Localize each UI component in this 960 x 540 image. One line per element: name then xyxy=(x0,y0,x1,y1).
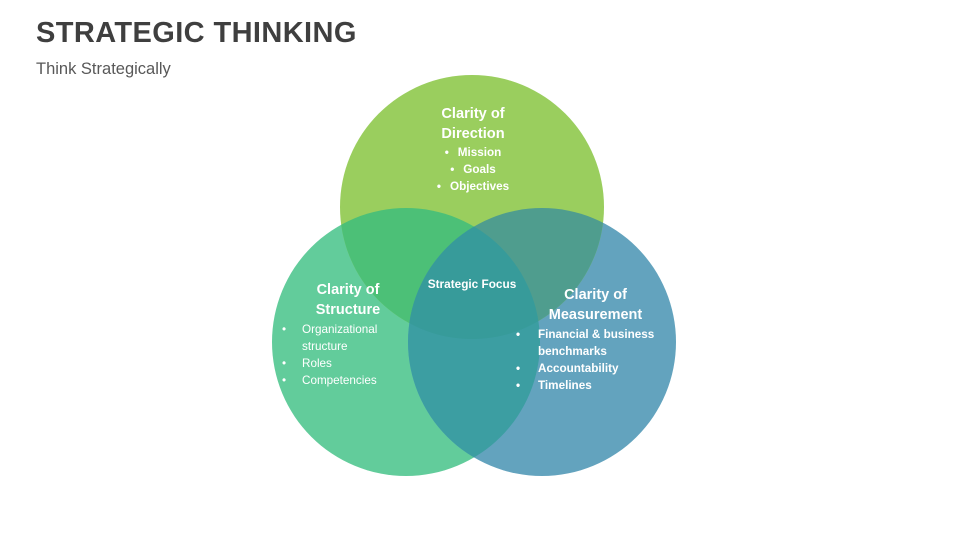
list-item: • Organizational structure xyxy=(280,322,424,356)
bullet-dot-icon: • xyxy=(444,146,449,160)
list-item-label: Financial & business benchmarks xyxy=(538,328,655,359)
label-clarity-of-structure: Clarity of Structure • Organizational str… xyxy=(272,281,424,390)
heading-direction-line2: Direction xyxy=(441,125,505,142)
list-item: • Objectives xyxy=(392,179,554,196)
list-item: • Financial & business benchmarks xyxy=(514,327,683,361)
heading-measurement: Clarity of Measurement xyxy=(508,286,683,325)
bullet-dot-icon: • xyxy=(450,163,455,177)
bullet-dot-icon: • xyxy=(282,374,287,388)
heading-measurement-line1: Clarity of xyxy=(564,287,627,303)
page-title: STRATEGIC THINKING xyxy=(36,17,357,49)
list-item: • Roles xyxy=(280,356,424,373)
label-clarity-of-direction: Clarity of Direction •Mission •Goals •Ob… xyxy=(392,105,554,196)
list-item: • Accountability xyxy=(514,361,683,378)
page-subtitle: Think Strategically xyxy=(36,59,171,78)
list-item-label: Objectives xyxy=(449,180,510,194)
bullet-dot-icon: • xyxy=(282,323,287,337)
bullet-dot-icon: • xyxy=(516,379,521,393)
heading-structure: Clarity of Structure xyxy=(272,281,424,320)
bullet-dot-icon: • xyxy=(516,362,521,376)
bullet-list-measurement: • Financial & business benchmarks • Accoun… xyxy=(508,327,683,395)
list-item-label: Competencies xyxy=(302,374,377,388)
bullet-list-direction: •Mission •Goals •Objectives xyxy=(392,145,554,196)
heading-direction-line1: Clarity of xyxy=(441,106,505,122)
list-item-label: Organizational structure xyxy=(302,323,378,354)
list-item: • Goals xyxy=(392,162,554,179)
list-item: • Timelines xyxy=(514,378,683,395)
bullet-list-structure: • Organizational structure • Roles • Compet… xyxy=(272,322,424,390)
list-item: • Competencies xyxy=(280,373,424,390)
slide-header: STRATEGIC THINKING Think Strategically xyxy=(36,17,636,78)
list-item-label: Goals xyxy=(463,163,496,177)
heading-measurement-line2: Measurement xyxy=(548,306,643,323)
heading-structure-line2: Structure xyxy=(315,301,381,318)
heading-direction: Clarity of Direction xyxy=(392,105,554,144)
list-item-label: Mission xyxy=(457,146,502,160)
bullet-dot-icon: • xyxy=(282,357,287,371)
strategic-focus-text: Strategic Focus xyxy=(427,277,517,291)
list-item-label: Roles xyxy=(302,357,332,371)
label-clarity-of-measurement: Clarity of Measurement • Financial & busi… xyxy=(508,286,683,395)
list-item-label: Timelines xyxy=(538,379,592,393)
label-strategic-focus: Strategic Focus xyxy=(405,277,539,291)
heading-structure-line1: Clarity of xyxy=(316,282,380,298)
bullet-dot-icon: • xyxy=(436,180,441,194)
list-item-label: Accountability xyxy=(538,362,619,376)
list-item: • Mission xyxy=(392,145,554,162)
bullet-dot-icon: • xyxy=(516,328,521,342)
